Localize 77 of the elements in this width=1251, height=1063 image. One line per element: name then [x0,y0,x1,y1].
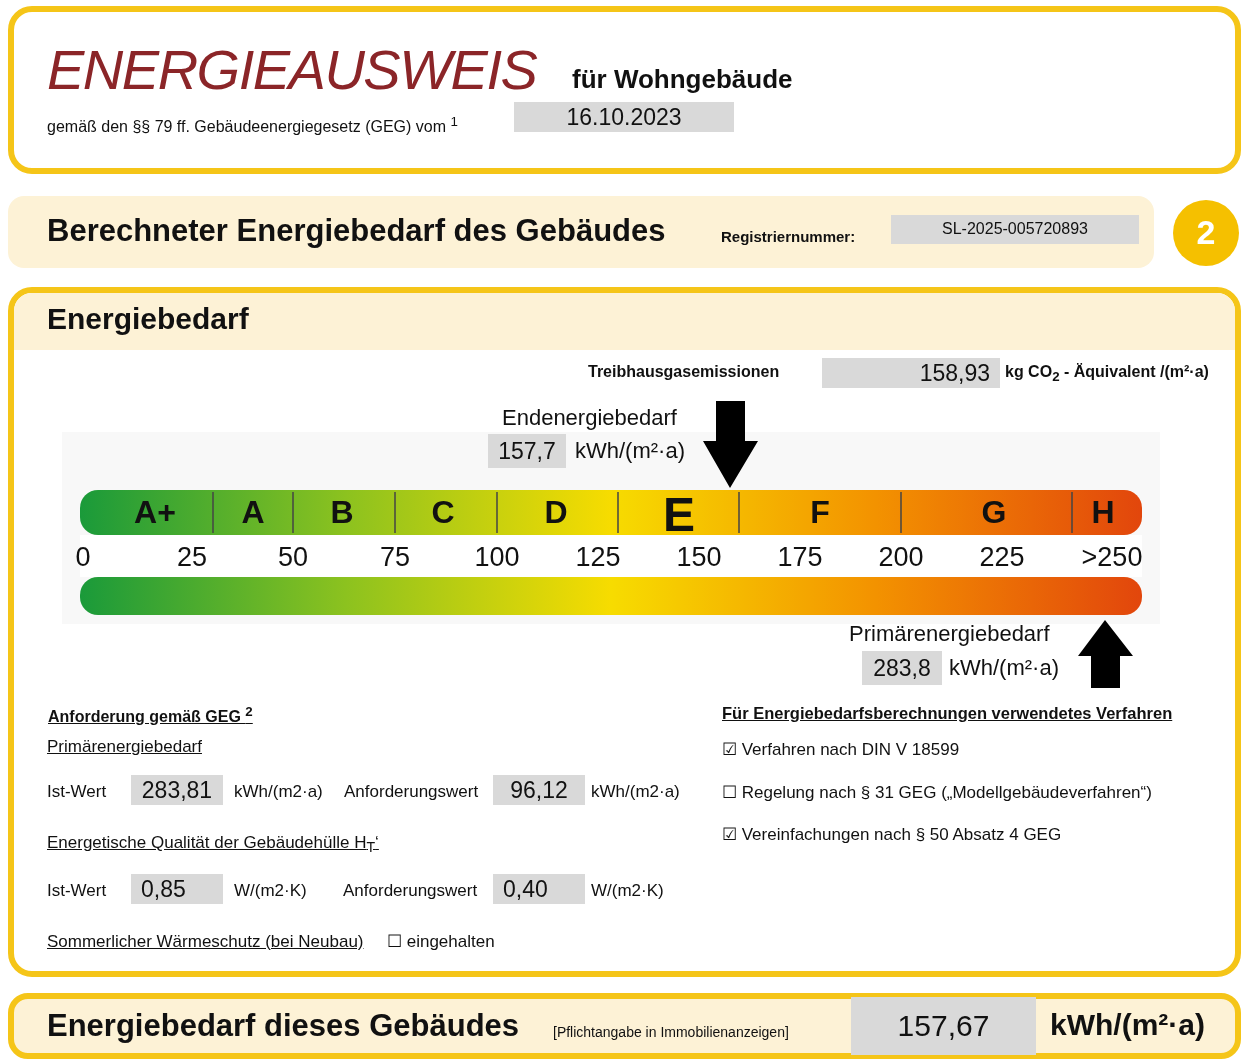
scale-tick: 125 [575,542,621,574]
unit-label: kWh/(m²·a) [949,655,1059,681]
value-text: 283,81 [141,776,213,804]
page-number: 2 [1196,213,1216,253]
value-text: SL-2025-005720893 [942,220,1088,239]
value-text: 16.10.2023 [566,103,682,131]
checkbox-option: ☐ Regelung nach § 31 GEG („Modellgebäudeverfahren“) [722,783,1152,803]
value-text: 283,8 [873,654,931,682]
value-text: 0,85 [141,875,186,903]
subsection-heading: Energetische Qualität der Gebäudehülle H$_{T}$‘ [47,833,379,856]
field-label: Treibhausgasemissionen [588,363,780,382]
result-heading: Energiebedarf dieses Gebäudes [47,1008,520,1044]
header-panel [8,6,1241,174]
unit-label: kg CO$_{2}$ - Äquivalent /(m²·a) [1005,363,1209,385]
class-letter: A [241,494,265,531]
section-heading: Berechneter Energiebedarf des Gebäudes [47,213,666,249]
subsection-heading: Sommerlicher Wärmeschutz (bei Neubau) [47,932,364,952]
section-heading: Für Energiebedarfsberechnungen verwendetes Verfahren [722,704,1173,723]
checkbox-option: ☑ Vereinfachungen nach § 50 Absatz 4 GEG [722,825,1062,845]
scale-tick: >250 [1081,542,1143,574]
panel-heading: Energiebedarf [47,302,249,337]
scale-tick: 225 [979,542,1025,574]
unit-label: W/(m2·K) [591,881,664,901]
value-field [131,775,223,805]
unit-label: kWh/(m²·a) [575,438,685,464]
energy-demand-panel [8,287,1241,977]
class-letter: D [544,494,568,531]
scale-label: Primärenergiebedarf [849,621,1050,647]
field-label: Ist-Wert [47,881,107,901]
class-letter: F [810,494,830,531]
section-band [8,196,1154,268]
document-subtitle: für Wohngebäude [572,65,793,95]
class-letter: H [1091,494,1115,531]
value-text: 157,67 [897,1008,990,1044]
value-field [493,874,585,904]
class-letter: E [663,487,695,543]
scale-tick: 50 [278,542,308,574]
value-field [862,651,942,685]
registration-number-field [891,215,1139,244]
value-text: 0,40 [503,875,548,903]
value-field [493,775,585,805]
scale-tick: 200 [878,542,924,574]
checkbox-option: ☑ Verfahren nach DIN V 18599 [722,740,960,760]
class-letter: A+ [134,494,176,531]
document-title: ENERGIEAUSWEIS [47,38,537,103]
checkbox-option: ☐ eingehalten [387,932,495,952]
field-label: Ist-Wert [47,782,107,802]
value-field [851,997,1036,1055]
unit-label: W/(m2·K) [234,881,307,901]
scale-tick: 150 [676,542,722,574]
scale-tick: 75 [380,542,410,574]
value-field [131,874,223,904]
unit-label: kWh/(m2·a) [234,782,323,802]
subsection-heading: Primärenergiebedarf [47,737,202,757]
value-text: 157,7 [498,437,556,465]
section-heading: Anforderung gemäß GEG $^{2}$ [48,704,253,727]
field-label: Registriernummer: [721,228,856,246]
value-text: 96,12 [510,776,568,804]
scale-tick: 25 [177,542,207,574]
note-text: [Pflichtangabe in Immobilienanzeigen] [553,1024,789,1041]
field-label: Anforderungswert [343,881,478,901]
scale-tick: 100 [474,542,520,574]
class-letter: C [431,494,455,531]
class-letter: G [981,494,1007,531]
unit-label: kWh/(m2·a) [591,782,680,802]
value-field [488,434,566,468]
field-label: Anforderungswert [344,782,479,802]
legal-basis-text: gemäß den §§ 79 ff. Gebäudeenergiegesetz (GEG) vom $^{1}$ [47,114,458,137]
unit-label: kWh/(m²·a) [1050,1008,1205,1043]
value-text: 158,93 [919,359,990,387]
date-field [514,102,734,132]
scale-label: Endenergiebedarf [502,405,677,431]
value-field [822,358,1000,388]
scale-tick: 175 [777,542,823,574]
result-panel [8,993,1241,1059]
scale-tick: 0 [75,542,91,574]
class-letter: B [330,494,354,531]
